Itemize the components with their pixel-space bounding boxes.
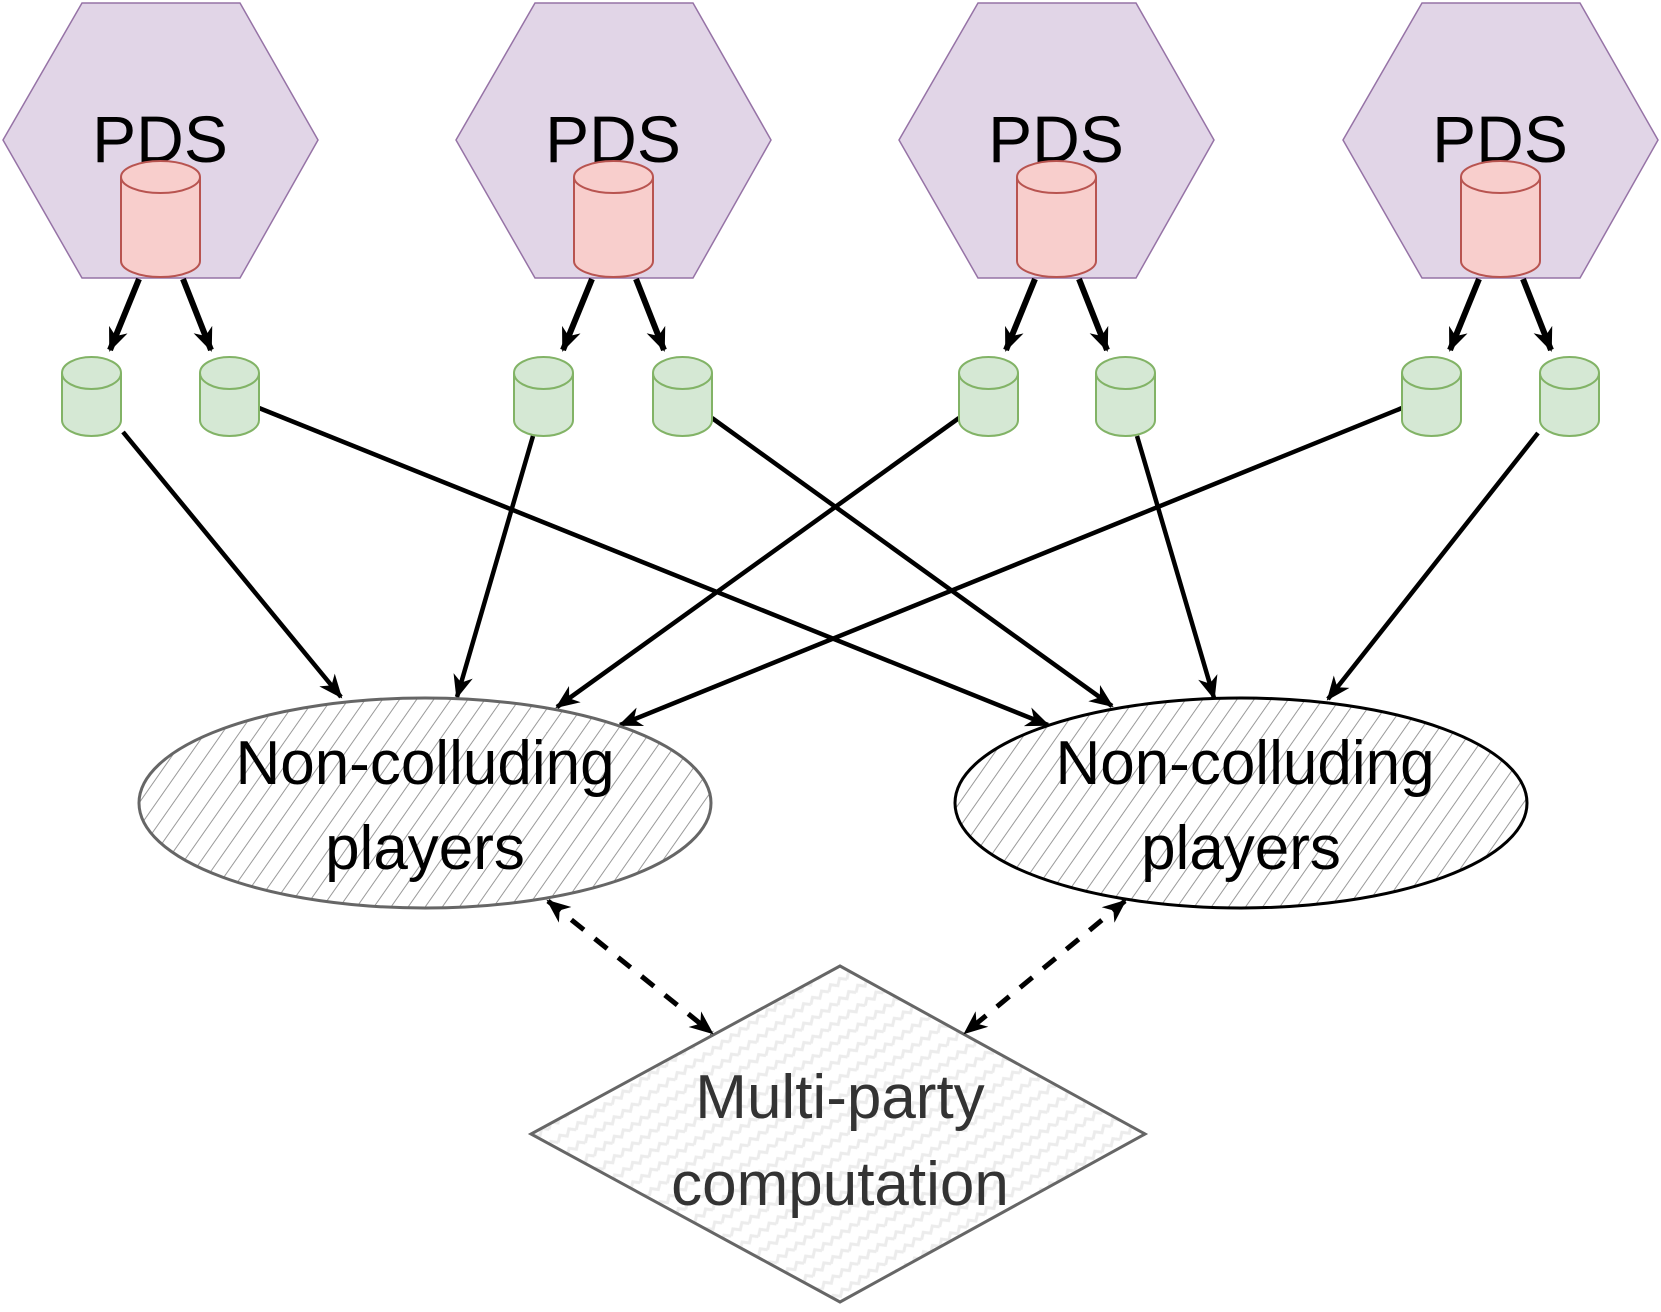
player-label-line2: players [325, 814, 525, 883]
mpc-edges [546, 899, 1127, 1035]
players-right[interactable]: Non-colluding players [953, 696, 1529, 910]
database-icon [1460, 160, 1541, 278]
mpc-label-line2: computation [671, 1150, 1009, 1219]
database-icon [1401, 373, 1462, 437]
edge-share2a-left [453, 435, 536, 699]
share-cylinder-2b[interactable] [652, 356, 713, 437]
database-icon [61, 373, 122, 437]
edge-left-mpc [546, 899, 714, 1035]
edge-right-mpc [963, 899, 1127, 1035]
mpc-node[interactable]: Multi-party computation [527, 964, 1149, 1304]
edge-pds4-share4a [1447, 277, 1482, 352]
database-icon [199, 373, 260, 437]
edge-share1b-right [258, 405, 1050, 728]
database-icon [513, 373, 574, 437]
mpc-label-line1: Multi-party [695, 1063, 984, 1132]
pds-hexagon [1342, 2, 1659, 279]
pds-to-share-edges [107, 277, 1554, 352]
edge-share3a-left [555, 416, 961, 709]
edge-share3b-right [1134, 435, 1218, 700]
players-left[interactable]: Non-colluding players [137, 696, 713, 910]
pds-node-1[interactable]: PDS [2, 2, 319, 279]
player-label-line1: Non-colluding [1055, 729, 1434, 798]
share-cylinder-3a[interactable] [958, 356, 1019, 437]
player-label-line1: Non-colluding [235, 729, 614, 798]
pds-hexagon [2, 2, 319, 279]
edge-share4a-left [618, 405, 1403, 728]
pds-node-2[interactable]: PDS [455, 2, 772, 279]
share-cylinder-2a[interactable] [513, 356, 574, 437]
edge-pds2-share2a [560, 277, 595, 352]
edge-share2b-right [710, 416, 1114, 708]
share-cylinder-1b[interactable] [199, 356, 260, 437]
edge-pds1-share1b [180, 277, 214, 352]
edge-pds3-share3a [1003, 277, 1038, 352]
edge-share4b-right [1326, 431, 1540, 701]
share-cylinder-3b[interactable] [1095, 356, 1156, 437]
pds-node-3[interactable]: PDS [898, 2, 1215, 279]
share-cylinder-4b[interactable] [1539, 356, 1600, 437]
edge-pds3-share3b [1076, 277, 1110, 352]
database-icon [1095, 373, 1156, 437]
database-icon [120, 160, 201, 278]
player-label-line2: players [1141, 814, 1341, 883]
mpc-diamond [527, 964, 1149, 1304]
database-icon [573, 160, 654, 278]
share-cylinder-4a[interactable] [1401, 356, 1462, 437]
database-icon [958, 373, 1019, 437]
player-ellipse [137, 696, 713, 910]
database-icon [1539, 373, 1600, 437]
pds-hexagon [898, 2, 1215, 279]
edge-pds2-share2b [633, 277, 667, 352]
database-icon [652, 373, 713, 437]
edge-pds1-share1a [107, 277, 142, 352]
edge-pds4-share4b [1520, 277, 1554, 352]
pds-node-4[interactable]: PDS [1342, 2, 1659, 279]
edge-share1a-left [121, 430, 343, 699]
database-icon [1016, 160, 1097, 278]
share-cylinder-1a[interactable] [61, 356, 122, 437]
pds-hexagon [455, 2, 772, 279]
player-ellipse [953, 696, 1529, 910]
share-to-player-edges [121, 405, 1540, 728]
share-cylinders [61, 356, 1600, 437]
